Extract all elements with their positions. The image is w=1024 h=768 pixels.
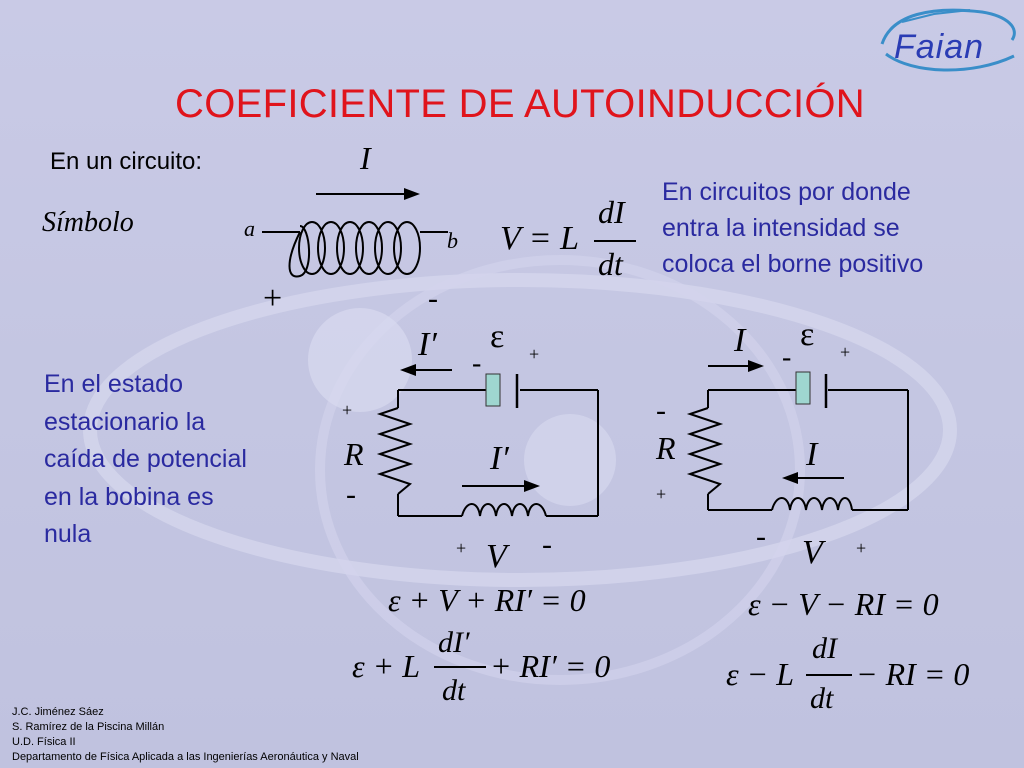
right-equation-2-num: dI [812,632,837,665]
right-emf: ε [800,316,815,353]
footer-credits: J.C. Jiménez Sáez S. Ramírez de la Pisci… [12,705,359,765]
terminal-a: a [244,216,255,241]
steady-line: estacionario la [44,407,206,436]
right-equation-1: ε − V − RI = 0 [748,586,939,622]
inductor-symbol [262,221,448,278]
left-circuit [376,369,599,517]
symbol-label: Símbolo [42,207,134,238]
right-arrow-mid-head [782,472,798,484]
terminal-b: b [447,228,458,253]
footer-line: Departamento de Física Aplicada a las In… [12,751,359,763]
right-battery-minus: - [782,342,792,373]
left-resistor-bottom: - [346,478,356,511]
note-line: coloca el borne positivo [662,250,924,278]
left-resistor-top: + [342,400,353,420]
right-battery-plus: + [840,342,851,362]
footer-line: U.D. Física II [12,736,76,748]
left-equation-2-bar [434,666,486,668]
logo-text: Faian [894,28,985,66]
current-arrow [316,188,420,200]
left-equation-2-lhs: ε + L [352,648,420,684]
left-voltage-label: V [486,538,507,575]
formula-numerator: dI [598,194,625,230]
note-text: En circuitos por donde entra la intensid… [662,174,923,282]
left-equation-2-num: dI′ [438,626,470,659]
left-emf: ε [490,318,505,355]
left-arrow-top-head [400,364,416,376]
left-battery-minus: - [472,348,482,379]
note-line: En circuitos por donde [662,178,911,206]
right-voltage-minus: - [756,520,766,553]
right-resistor-label: R [656,430,676,466]
left-equation-2-den: dt [442,674,466,707]
note-line: entra la intensidad se [662,214,900,242]
left-current-mid: I′ [490,440,509,477]
steady-line: En el estado [44,370,183,398]
right-equation-2-bar [806,674,852,676]
left-equation-1: ε + V + RI′ = 0 [388,582,586,618]
symbol-plus: + [263,280,283,317]
page-title: COEFICIENTE DE AUTOINDUCCIÓN [175,82,865,126]
left-resistor [376,407,414,495]
steady-line: nula [44,520,92,548]
right-circuit [686,365,909,511]
right-equation-2-den: dt [810,682,834,715]
left-battery-plus: + [529,344,540,364]
steady-line: caída de potencial [44,445,247,473]
footer-line: S. Ramírez de la Piscina Millán [12,721,165,733]
right-voltage-plus: + [856,538,867,558]
right-resistor-top: - [656,394,666,427]
steady-state-text: En el estado estacionario la caída de po… [44,366,247,554]
left-arrow-mid-head [524,480,540,492]
right-current-mid: I [806,436,818,473]
formula-fraction-bar [594,240,636,242]
right-current-top: I [734,322,746,359]
right-arrow-top-head [748,360,764,372]
faian-logo-graphic [880,8,1016,72]
left-resistor-label: R [344,436,364,472]
symbol-minus: - [428,282,438,315]
right-voltage-label: V [802,534,823,571]
intro-text: En un circuito: [50,148,203,175]
steady-line: en la bobina es [44,482,214,511]
left-voltage-plus: + [456,538,467,558]
right-resistor [686,407,724,495]
current-label: I [360,140,371,176]
formula-lhs: V = L [500,220,580,257]
right-equation-2-lhs: ε − L [726,656,794,692]
footer-line: J.C. Jiménez Sáez [12,706,104,718]
right-inductor [771,497,853,511]
formula-denominator: dt [598,246,623,282]
left-equation-2-rhs: + RI′ = 0 [490,648,611,684]
right-equation-2-rhs: − RI = 0 [856,656,970,692]
left-current-top: I′ [418,326,437,363]
right-battery [795,371,811,405]
left-inductor [461,503,547,517]
left-voltage-minus: - [542,528,552,561]
left-battery [485,373,501,407]
right-resistor-bottom: + [656,484,667,504]
